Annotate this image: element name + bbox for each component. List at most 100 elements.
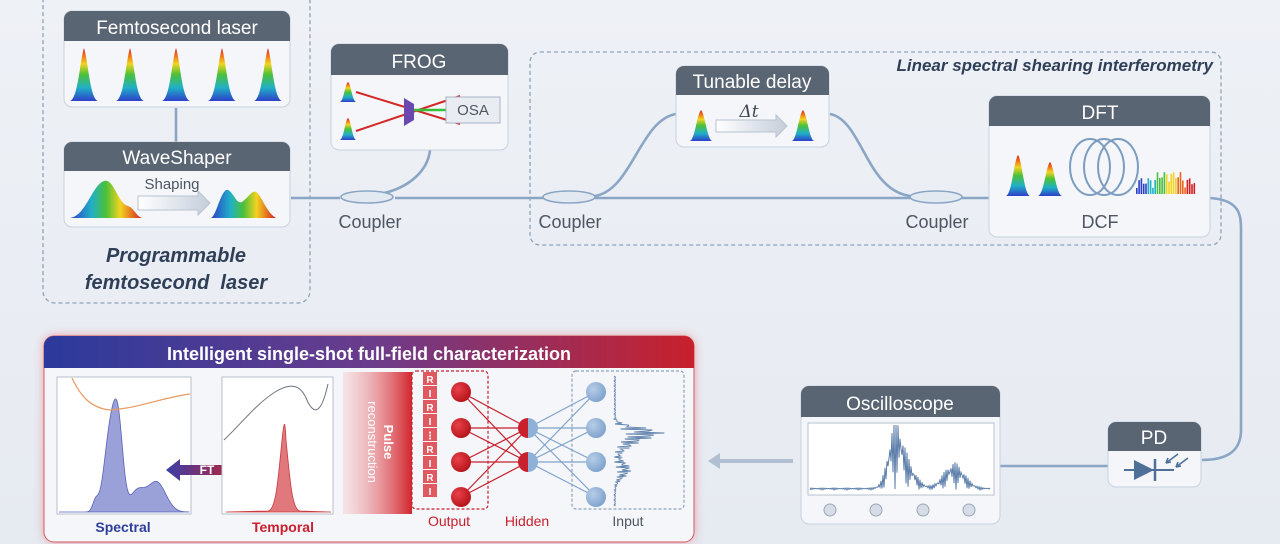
frog-pulse-bottom-icon	[340, 118, 356, 140]
laser-pulse-icon	[162, 48, 190, 101]
laser-pulse-icon	[254, 48, 282, 101]
dft-spectrum-bar	[1149, 180, 1152, 194]
input-node	[586, 382, 606, 402]
ri-cell	[423, 470, 437, 483]
fiber-dft-pd	[1201, 196, 1243, 462]
scope-knob-1[interactable]	[823, 503, 837, 517]
scope-knob-3[interactable]	[916, 503, 930, 517]
laser-pulse-icon	[208, 48, 236, 101]
osa-box	[445, 96, 501, 124]
ri-cell	[423, 372, 437, 385]
dft-spectrum-bar	[1170, 173, 1173, 194]
frog-card: FROG OSA	[330, 43, 509, 151]
ri-cell-label: I	[429, 417, 432, 428]
dft-spectrum-bar	[1138, 180, 1140, 194]
ri-cell	[423, 414, 437, 427]
delay-pulse-out-icon	[792, 110, 814, 141]
dft-spectrum-bar	[1186, 179, 1189, 194]
oscilloscope-title: Oscilloscope	[846, 394, 954, 415]
frog-crystal-icon	[404, 98, 414, 126]
hidden-node	[518, 418, 538, 438]
oscilloscope-screen	[807, 422, 995, 496]
ri-cell	[423, 400, 437, 413]
pd-title: PD	[1141, 428, 1167, 449]
ri-cell-label: I	[429, 487, 432, 498]
ri-cell	[423, 386, 437, 399]
coupler-1-label: Coupler	[338, 212, 401, 232]
coupler-2-label: Coupler	[538, 212, 601, 232]
dft-spectrum-bar	[1184, 187, 1186, 194]
ri-cell-label: R	[426, 403, 434, 414]
dft-spectrum-bar	[1193, 183, 1196, 194]
dft-spectrum-bar	[1154, 180, 1156, 194]
spectral-phase-curve	[71, 377, 191, 411]
femtosecond-laser-card: Femtosecond laser	[63, 10, 291, 108]
programmable-caption-line2: femtosecond laser	[85, 272, 269, 294]
scope-knob-4[interactable]	[962, 503, 976, 517]
temporal-intensity-curve	[225, 423, 332, 513]
ri-cell-label: R	[426, 375, 434, 386]
input-node	[586, 487, 606, 507]
dft-spectrum-bar	[1165, 174, 1168, 194]
dft-spectrum-bar	[1182, 180, 1184, 194]
coupler-2-icon	[542, 190, 596, 204]
frog-pulse-top-icon	[340, 82, 356, 102]
dft-spectrum-bar	[1161, 177, 1163, 194]
pulse-reconstruction-line1: Pulse	[381, 425, 396, 460]
nn-edge-hidden-input	[527, 391, 597, 463]
coupler-3-icon	[909, 190, 963, 204]
input-spectrum-icon	[70, 180, 142, 218]
interferometry-title: Linear spectral shearing interferometry	[896, 56, 1214, 75]
fiber-network	[174, 108, 1243, 468]
output-node	[451, 382, 471, 402]
dft-spectrum-bar	[1136, 188, 1138, 194]
coupler-1-icon	[340, 190, 394, 204]
waveshaper-card: WaveShaper Shaping	[63, 141, 291, 228]
network-connections	[460, 391, 597, 498]
delay-pulse-in-icon	[690, 110, 712, 141]
dft-spectrum-bar	[1142, 183, 1145, 194]
photodiode-icon	[1124, 453, 1189, 481]
oscilloscope-trace	[809, 424, 991, 492]
dft-spectrum-bar	[1191, 184, 1193, 194]
nn-edge-output-hidden	[460, 461, 529, 498]
dft-card: DFT DCF	[988, 95, 1211, 238]
dft-spectrum-bar	[1159, 177, 1161, 194]
dft-spectrum-bar	[1175, 178, 1177, 194]
shaped-spectrum-icon	[211, 189, 276, 218]
delay-symbol: Δt	[738, 102, 758, 122]
dft-spectrum-bar	[1147, 178, 1150, 194]
nn-edge-hidden-input	[527, 427, 597, 463]
ri-cell-label: ⋮	[425, 431, 435, 442]
laser-pulse-train	[70, 48, 282, 101]
scope-knob-2[interactable]	[869, 503, 883, 517]
pulse-reconstruction-line2: reconstruction	[365, 401, 380, 483]
dft-spectrum-bar	[1179, 172, 1182, 194]
fiber-upper-arm-in	[594, 112, 677, 198]
ft-double-arrow-icon	[166, 459, 246, 481]
input-node	[586, 452, 606, 472]
output-node	[451, 418, 471, 438]
characterization-title: Intelligent single-shot full-field chara…	[167, 344, 571, 364]
nn-edge-output-hidden	[460, 427, 529, 498]
tunable-delay-title: Tunable delay	[693, 72, 812, 93]
network-nodes	[451, 382, 606, 507]
coupler-3-label: Coupler	[905, 212, 968, 232]
input-label: Input	[612, 513, 643, 529]
dft-spectrum-bar	[1156, 172, 1159, 194]
dft-dispersed-spectrum-icon	[1136, 172, 1196, 194]
dft-pulse-2-icon	[1038, 162, 1062, 196]
ri-cell-label: R	[426, 473, 434, 484]
pd-card: PD	[1107, 421, 1202, 488]
temporal-label: Temporal	[252, 519, 314, 535]
dft-spectrum-bar	[1140, 178, 1143, 194]
waveshaper-title: WaveShaper	[122, 148, 232, 169]
hidden-node	[518, 452, 538, 472]
ft-label: FT	[200, 463, 215, 477]
nn-edge-output-hidden	[460, 427, 529, 463]
ri-cell	[423, 428, 437, 441]
oscilloscope-card: Oscilloscope	[800, 385, 1001, 525]
output-node	[451, 452, 471, 472]
temporal-phase-curve	[223, 383, 329, 441]
ri-cell-label: I	[429, 459, 432, 470]
